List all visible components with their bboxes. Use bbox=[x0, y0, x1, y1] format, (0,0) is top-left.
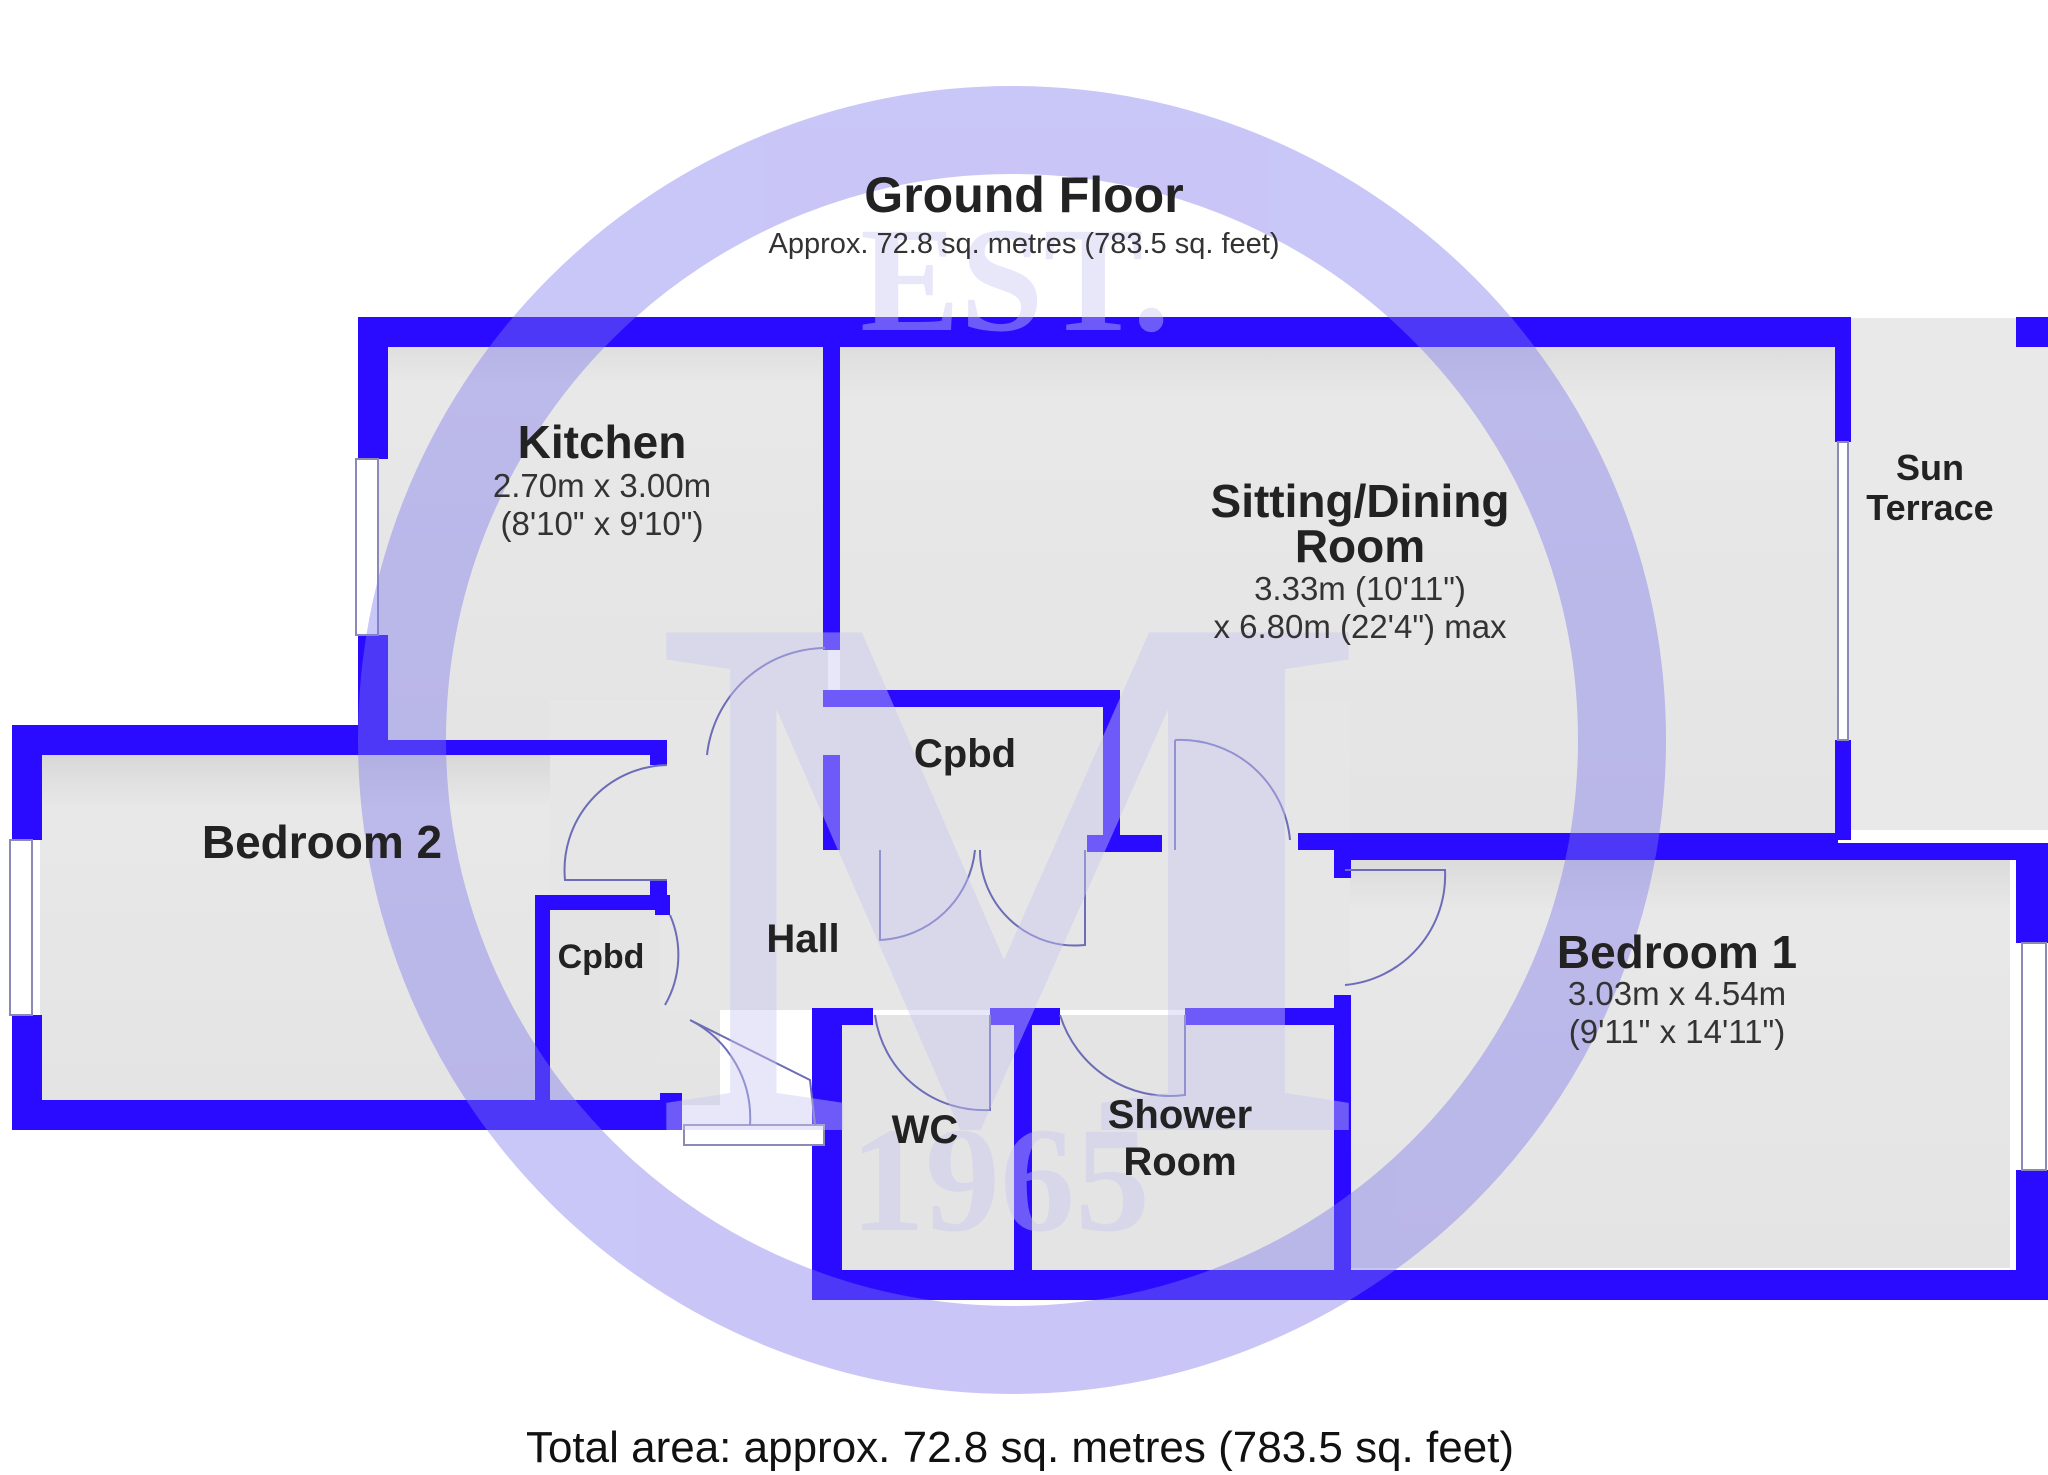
hall-name: Hall bbox=[766, 917, 839, 961]
door-cupboard-top-a bbox=[879, 849, 976, 942]
shower-name-1: Shower bbox=[1108, 1093, 1252, 1137]
wall-sitting-right-lower bbox=[1835, 740, 1851, 840]
watermark-ring bbox=[358, 86, 1666, 1394]
kitchen-floor bbox=[360, 320, 828, 740]
wc-floor bbox=[840, 1015, 1015, 1270]
sitting-name-2: Room bbox=[1295, 520, 1425, 572]
watermark-est: EST. bbox=[860, 197, 1170, 363]
cupboard-left-name: Cpbd bbox=[558, 938, 645, 976]
wall-bedroom1-right-upper bbox=[2016, 843, 2048, 943]
cupboard-left-floor bbox=[550, 910, 660, 1105]
window-kitchen bbox=[355, 458, 379, 636]
floor-fills bbox=[40, 318, 2048, 1270]
wall-front-stub bbox=[660, 1093, 682, 1130]
bedroom1-name: Bedroom 1 bbox=[1557, 926, 1797, 978]
wall-bedroom2-left-upper bbox=[12, 725, 42, 840]
sitting-dim-2: x 6.80m (22'4") max bbox=[1213, 608, 1507, 645]
wall-bedroom2-top-r bbox=[380, 740, 665, 755]
shower-name-2: Room bbox=[1123, 1140, 1236, 1184]
door-cupboard-top-b bbox=[978, 849, 1086, 947]
cupboard-top-name: Cpbd bbox=[914, 732, 1016, 776]
sun-terrace-floor bbox=[1848, 318, 2048, 830]
sitting-name-1: Sitting/Dining bbox=[1211, 475, 1510, 527]
window-sitting-terrace bbox=[1837, 441, 1849, 741]
wall-kitchen-sitting bbox=[823, 340, 840, 650]
wall-wc-top-r bbox=[990, 1008, 1020, 1025]
total-area: Total area: approx. 72.8 sq. metres (783… bbox=[526, 1423, 1514, 1472]
kitchen-dim-metric: 2.70m x 3.00m bbox=[493, 467, 711, 504]
wall-cpbd-right bbox=[1103, 690, 1120, 852]
bedroom1-dim-metric: 3.03m x 4.54m bbox=[1568, 975, 1786, 1012]
kitchen-dim-imperial: (8'10" x 9'10") bbox=[501, 505, 704, 542]
wall-bedroom2-bottom bbox=[12, 1100, 680, 1130]
wall-cpbd-left-top bbox=[535, 895, 665, 910]
wall-sitting-right-upper bbox=[1835, 317, 1851, 442]
sun-terrace-name-2: Terrace bbox=[1866, 487, 1993, 528]
wall-hall-cpbd-left bbox=[823, 755, 840, 850]
wall-shower-top-l bbox=[1030, 1008, 1060, 1025]
wall-cpbd-left-right bbox=[655, 895, 670, 915]
wall-cpbd-bottom-r bbox=[1087, 835, 1162, 852]
sun-terrace-name-1: Sun bbox=[1896, 447, 1964, 488]
wall-wc-shower bbox=[1014, 1008, 1032, 1280]
door-bedroom1 bbox=[1344, 869, 1447, 986]
floor-area: Approx. 72.8 sq. metres (783.5 sq. feet) bbox=[769, 228, 1280, 260]
wall-wc-left bbox=[812, 1008, 842, 1300]
wall-cpbd-top bbox=[823, 690, 1120, 707]
wall-bedroom2-right-a bbox=[650, 740, 667, 765]
watermark: M EST. 1965 bbox=[358, 86, 1666, 1394]
windows bbox=[9, 441, 2047, 1171]
watermark-year: 1965 bbox=[850, 1097, 1150, 1263]
bedroom1-floor bbox=[1350, 848, 2010, 1268]
door-kitchen bbox=[706, 647, 826, 756]
kitchen-name: Kitchen bbox=[518, 416, 687, 468]
sitting-dim-1: 3.33m (10'11") bbox=[1254, 570, 1466, 607]
wall-shower-top bbox=[1185, 1008, 1345, 1025]
door-bedroom2 bbox=[563, 764, 668, 881]
wc-name: WC bbox=[892, 1108, 959, 1152]
wall-bedroom1-top bbox=[1338, 843, 2048, 860]
window-bedroom1 bbox=[2021, 942, 2047, 1171]
door-cpbd-left bbox=[664, 914, 680, 1006]
door-wc bbox=[874, 1014, 991, 1112]
cupboard-top-floor bbox=[840, 700, 1110, 840]
door-swings bbox=[563, 647, 1447, 1126]
door-shower bbox=[1059, 1014, 1186, 1097]
door-front bbox=[689, 1019, 816, 1126]
door-sitting bbox=[1174, 738, 1291, 850]
floor-title: Ground Floor bbox=[864, 167, 1183, 223]
wall-terrace-top-cap bbox=[2016, 317, 2048, 347]
watermark-letter: M bbox=[653, 454, 1370, 1295]
wall-bedroom2-top bbox=[12, 725, 388, 755]
bedroom1-dim-imperial: (9'11" x 14'11") bbox=[1569, 1013, 1785, 1050]
bedroom2-name: Bedroom 2 bbox=[202, 816, 442, 868]
wall-cpbd-left-left bbox=[535, 895, 550, 1105]
window-bedroom2 bbox=[9, 839, 33, 1016]
wall-bedroom1-left-lower bbox=[1334, 995, 1351, 1280]
wall-kitchen-left-upper bbox=[358, 317, 388, 459]
shower-floor bbox=[1032, 1015, 1334, 1270]
window-front-door bbox=[683, 1124, 825, 1146]
walls bbox=[12, 317, 2048, 1300]
wall-top bbox=[358, 317, 1851, 347]
